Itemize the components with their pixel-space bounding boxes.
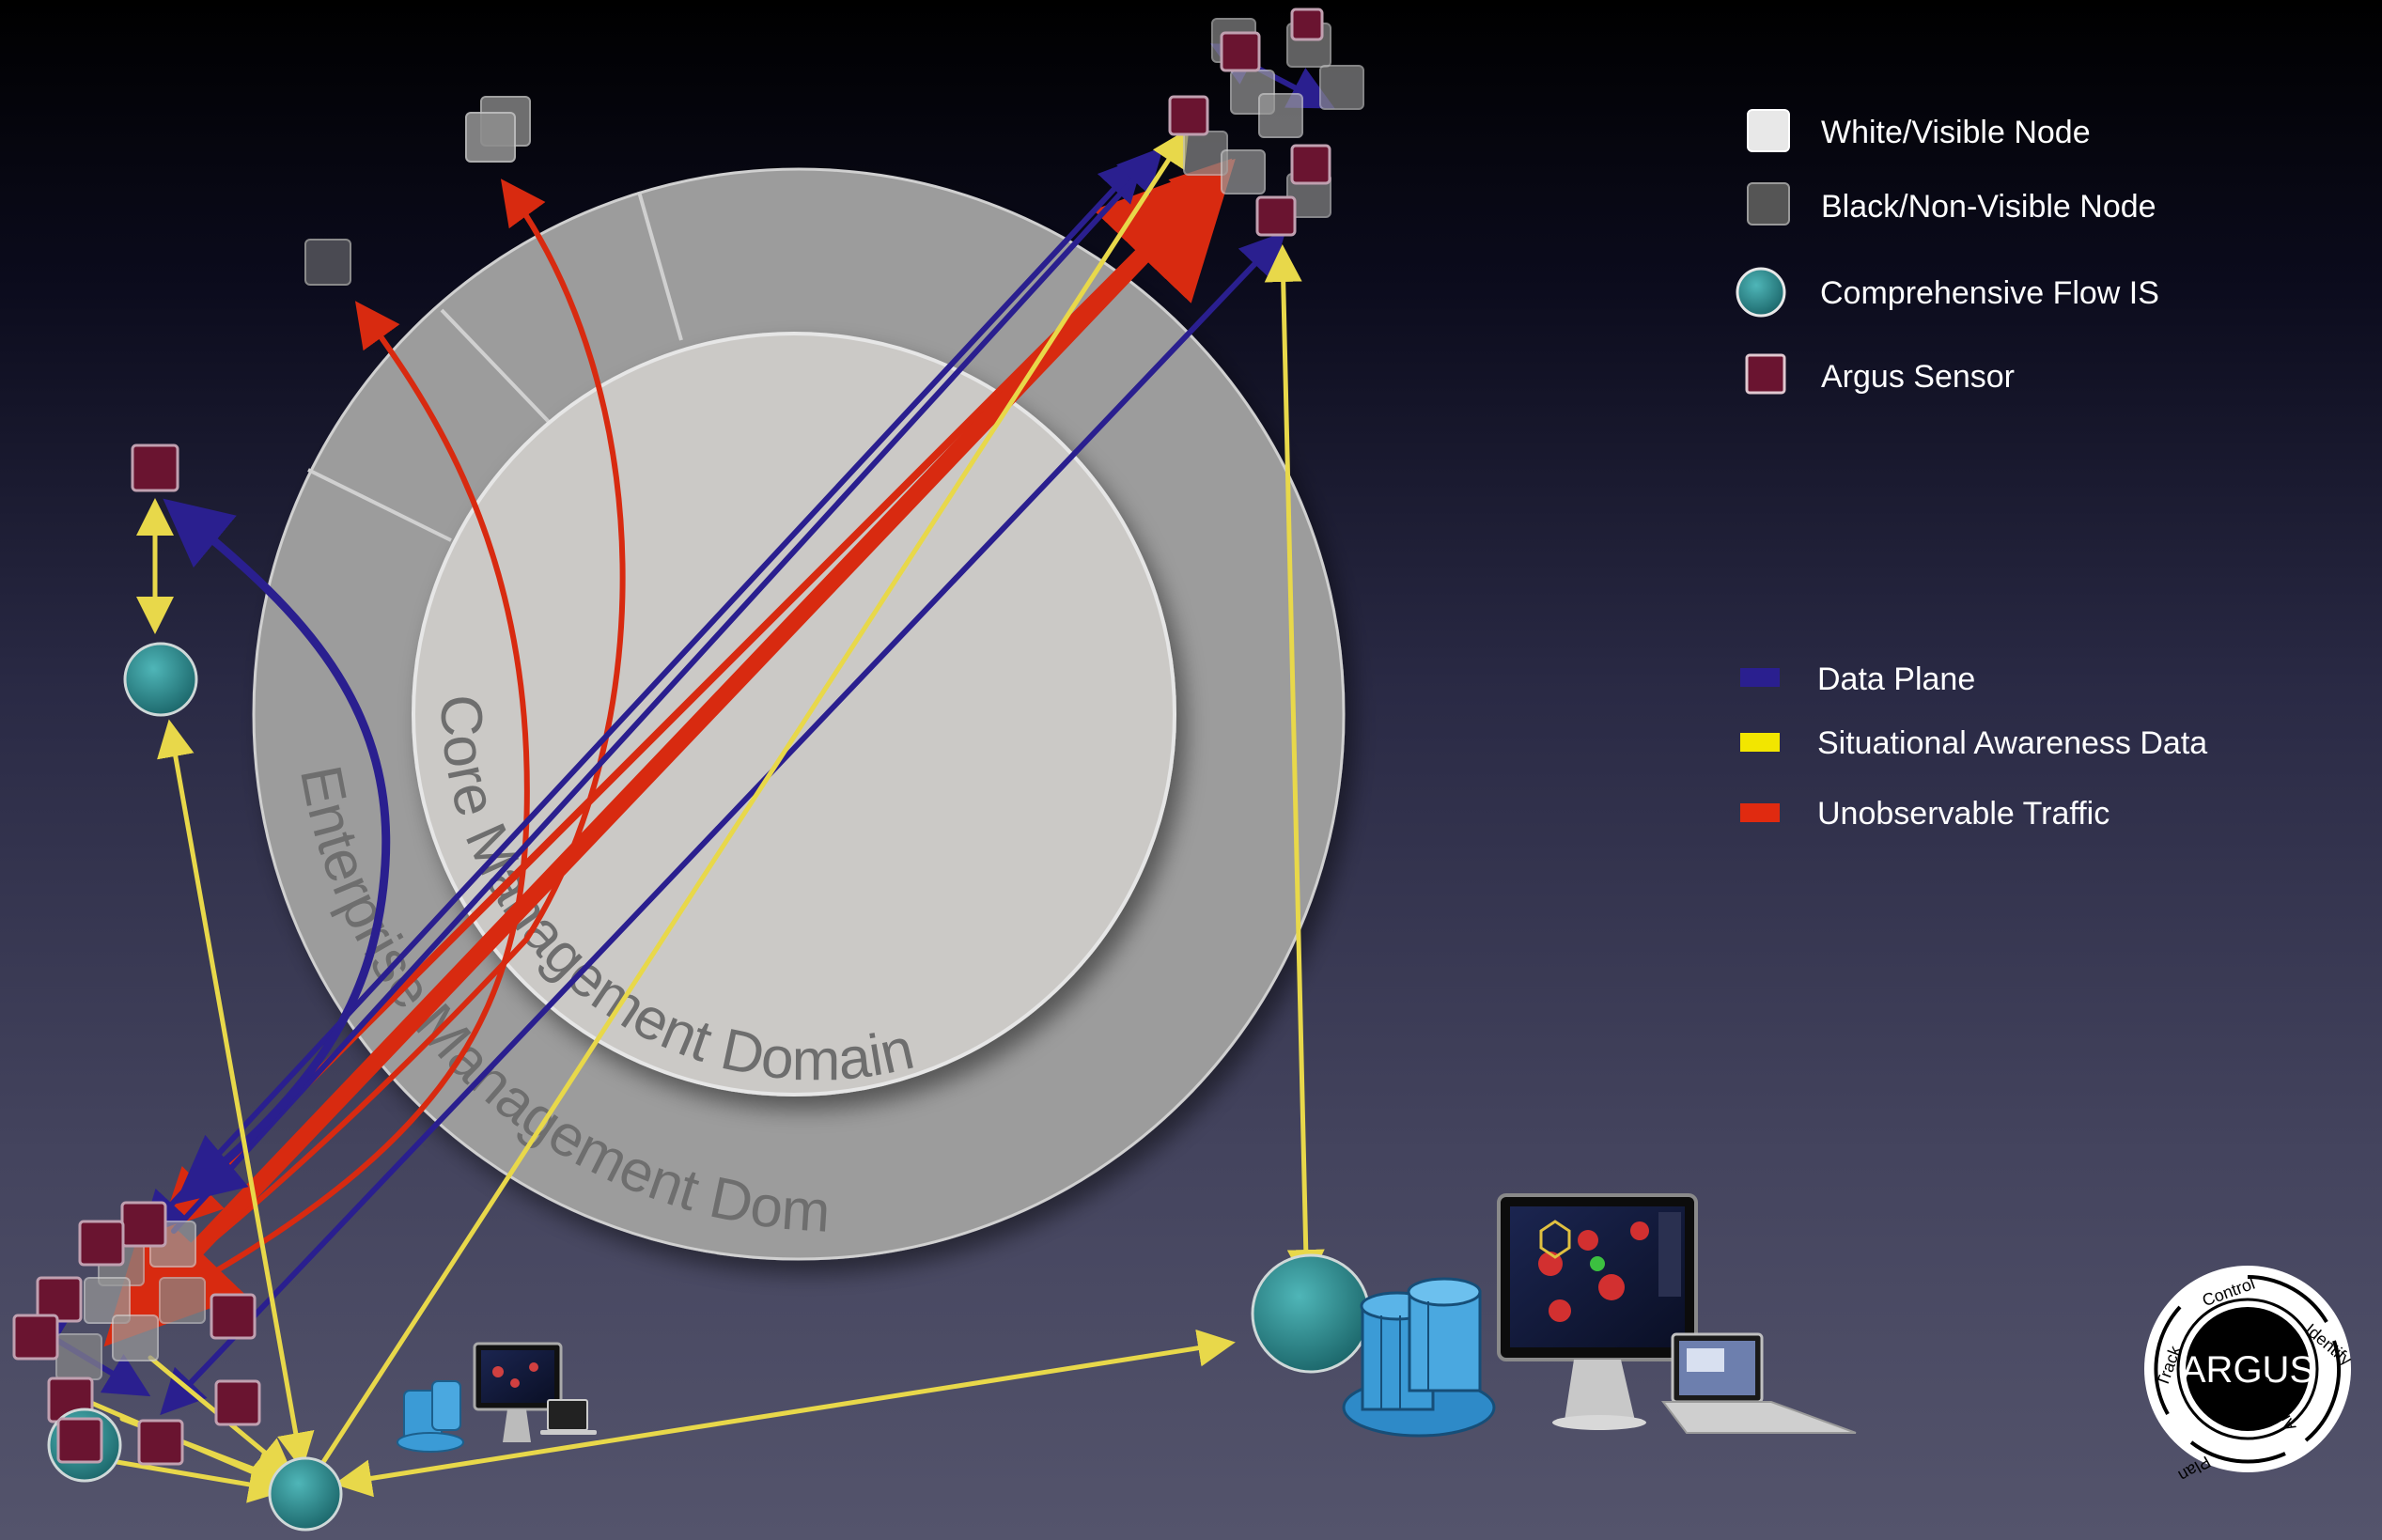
black-node: [304, 239, 351, 286]
sensor-icon: [1745, 353, 1786, 395]
yellow-arrow: [157, 719, 315, 1470]
legend-label-black-node: Black/Non-Visible Node: [1821, 189, 2156, 225]
argus-sensor-node: [131, 443, 179, 492]
data-plane-swatch: [1740, 668, 1780, 687]
unobservable-traffic-swatch: [1740, 803, 1780, 822]
situational-awareness-arrows: [54, 128, 1325, 1503]
yellow-arrow: [334, 1329, 1236, 1498]
core-domain: Core Management Domain: [412, 332, 1176, 1097]
node-cluster-top: [1168, 8, 1364, 237]
argus-logo: ARGUS Control Identify Analyze Plan Trac…: [2144, 1266, 2356, 1486]
yellow-arrow: [312, 128, 1190, 1478]
flow-is-icon: [1736, 267, 1786, 318]
small-monitor-icon: [473, 1342, 597, 1442]
legend-label-unobservable-traffic: Unobservable Traffic: [1817, 796, 2110, 832]
legend-label-flow-is: Comprehensive Flow IS: [1820, 275, 2159, 311]
flow-is-node: [268, 1456, 343, 1532]
server-icon: [1342, 1277, 1496, 1438]
node-cluster-bottom: [12, 1201, 261, 1483]
monitor-icon: [1497, 1193, 1698, 1430]
legend: White/Visible Node Black/Non-Visible Nod…: [1736, 109, 2207, 832]
blue-arrow: [160, 231, 1286, 1416]
laptop-icon: [1660, 1332, 1857, 1434]
legend-label-situational-awareness: Situational Awareness Data: [1817, 725, 2207, 761]
legend-label-sensor: Argus Sensor: [1821, 359, 2015, 395]
data-plane-arrows: [18, 43, 1335, 1416]
situational-awareness-swatch: [1740, 733, 1780, 752]
legend-label-white-node: White/Visible Node: [1821, 115, 2091, 150]
argus-center: [2186, 1307, 2310, 1431]
argus-logo-text: ARGUS: [2181, 1349, 2314, 1391]
yellow-arrow: [1264, 244, 1325, 1287]
black-node-icon: [1747, 182, 1790, 226]
white-node-icon: [1747, 109, 1790, 152]
node-pair: [465, 96, 531, 163]
legend-label-data-plane: Data Plane: [1817, 661, 1975, 697]
small-server-icon: [397, 1380, 464, 1453]
flow-is-node: [123, 642, 198, 717]
flow-is-node-large: [1251, 1253, 1371, 1374]
core-domain-circle: [412, 332, 1176, 1097]
